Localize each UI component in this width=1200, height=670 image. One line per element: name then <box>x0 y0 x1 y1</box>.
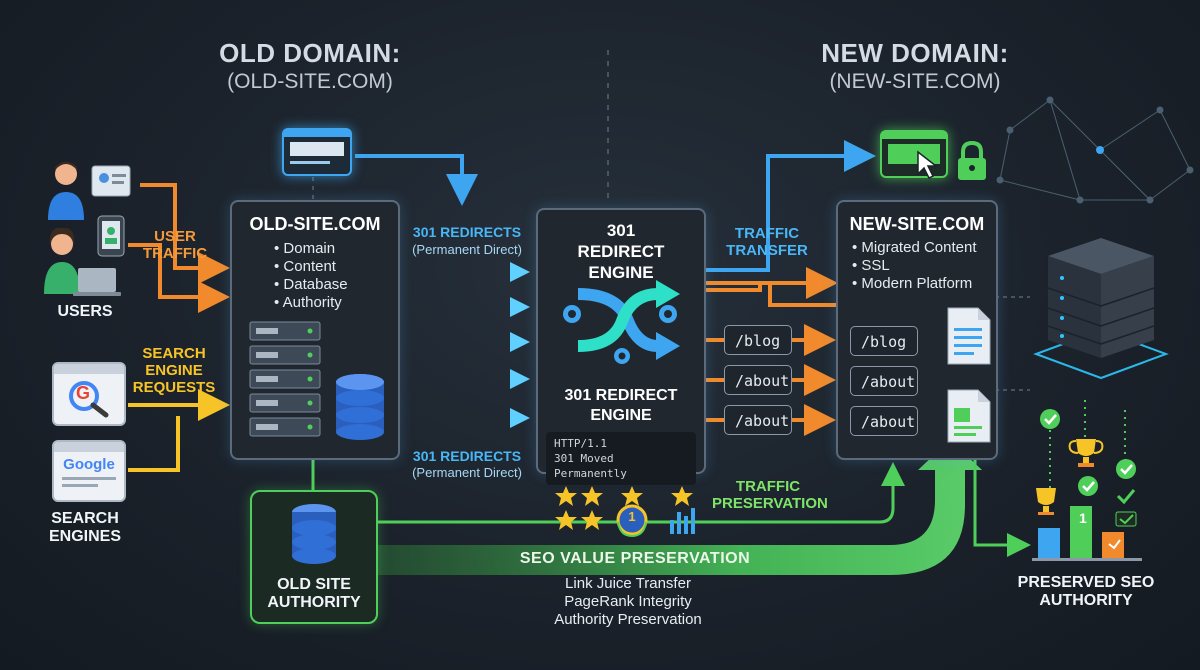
old-authority-box: OLD SITE AUTHORITY <box>250 490 378 624</box>
new-browser-card <box>880 130 948 178</box>
new-site-panel: NEW-SITE.COM Migrated Content SSL Modern… <box>836 200 998 460</box>
search-engines-label: SEARCH ENGINES <box>48 510 121 545</box>
preserved-seo-label: PRESERVED SEO AUTHORITY <box>1017 574 1155 609</box>
old-authority-label: OLD SITE AUTHORITY <box>267 576 361 611</box>
seo-growth-chart-icon <box>1032 476 1142 561</box>
benefit-item: PageRank Integrity <box>564 593 692 610</box>
user-traffic-arrows <box>128 183 230 313</box>
users-icon <box>44 161 131 296</box>
old-site-item: Database <box>274 276 398 294</box>
top-card-arrow <box>355 154 478 206</box>
user-traffic-label: USER TRAFFIC <box>142 228 208 262</box>
lock-icon <box>958 140 986 180</box>
path-tag-about: /about <box>724 405 792 435</box>
code-line-2: 301 Moved Permanently <box>554 452 627 480</box>
trophy-icon <box>1036 488 1056 515</box>
google-card-2: Google <box>52 440 126 502</box>
redirects-bottom-label: 301 REDIRECTS <box>412 448 522 464</box>
google-card-1: G <box>52 362 126 426</box>
new-domain-title: NEW DOMAIN: <box>821 38 1009 68</box>
traffic-preservation-label: TRAFFIC PRESERVATION <box>712 478 828 512</box>
server-stack-icon <box>1033 238 1169 380</box>
redirect-engine-panel: 301 REDIRECT ENGINE 301 REDIRECT ENGINE … <box>536 208 706 485</box>
trophy-icon <box>1068 439 1104 467</box>
path-row-arrows <box>705 324 836 436</box>
google-magnifier-icon <box>69 381 109 418</box>
redirects-bottom-sub: (Permanent Direct) <box>412 465 522 480</box>
redirects-top-label: 301 REDIRECTS <box>412 224 522 240</box>
new-site-item: SSL <box>852 257 996 275</box>
old-site-title: OLD-SITE.COM <box>249 214 381 234</box>
network-graphic <box>996 96 1194 204</box>
search-arrows <box>128 389 230 472</box>
seo-preservation-banner: SEO VALUE PRESERVATION <box>519 550 751 567</box>
redirect-beam-heads <box>510 262 530 428</box>
path-tag-blog: /blog <box>724 325 792 355</box>
redirect-beams <box>400 267 512 423</box>
old-site-item: Authority <box>274 294 398 312</box>
benefit-item: Link Juice Transfer <box>565 575 691 592</box>
checks-trophy-icons <box>1040 409 1136 479</box>
traffic-transfer-arrow <box>705 140 876 272</box>
google-wordmark: Google <box>63 456 115 473</box>
code-line-1: HTTP/1.1 <box>554 437 607 450</box>
new-path-tag-blog: /blog <box>850 326 918 356</box>
engine-subtitle: 301 REDIRECT ENGINE <box>564 387 678 424</box>
google-g-letter: G <box>76 383 91 403</box>
medal-number: 1 <box>628 509 636 524</box>
old-domain-title: OLD DOMAIN: <box>219 38 401 68</box>
users-label: USERS <box>57 303 113 320</box>
benefit-item: Authority Preservation <box>554 611 702 628</box>
authority-database-icon <box>292 504 336 564</box>
old-server-rack-icon <box>249 321 384 440</box>
old-site-item: Content <box>274 258 398 276</box>
path-tag-about: /about <box>724 365 792 395</box>
old-domain-subtitle: (OLD-SITE.COM) <box>227 70 393 93</box>
document-icon <box>947 307 991 365</box>
new-site-title: NEW-SITE.COM <box>849 214 985 234</box>
old-site-panel: OLD-SITE.COM Domain Content Database Aut… <box>230 200 400 460</box>
redirects-top-sub: (Permanent Direct) <box>412 242 522 257</box>
old-browser-card <box>282 128 352 176</box>
http-response-code: HTTP/1.1 301 Moved Permanently <box>546 432 696 485</box>
rating-stars-medal-icon <box>555 486 695 537</box>
search-requests-label: SEARCH ENGINE REQUESTS <box>132 345 216 396</box>
shuffle-gears-icon <box>563 280 680 364</box>
new-path-tag-about: /about <box>850 406 918 436</box>
chart-rank-number: 1 <box>1079 510 1087 526</box>
new-site-item: Modern Platform <box>852 275 996 293</box>
old-site-item: Domain <box>274 240 398 258</box>
seo-preservation-band <box>376 440 982 575</box>
document-icon <box>947 389 991 443</box>
engine-title: 301 REDIRECT ENGINE <box>577 221 665 282</box>
new-site-item: Migrated Content <box>852 239 996 257</box>
new-domain-subtitle: (NEW-SITE.COM) <box>829 70 1001 93</box>
cursor-icon <box>917 150 939 180</box>
traffic-transfer-label: TRAFFIC TRANSFER <box>726 225 808 259</box>
new-path-tag-about: /about <box>850 366 918 396</box>
